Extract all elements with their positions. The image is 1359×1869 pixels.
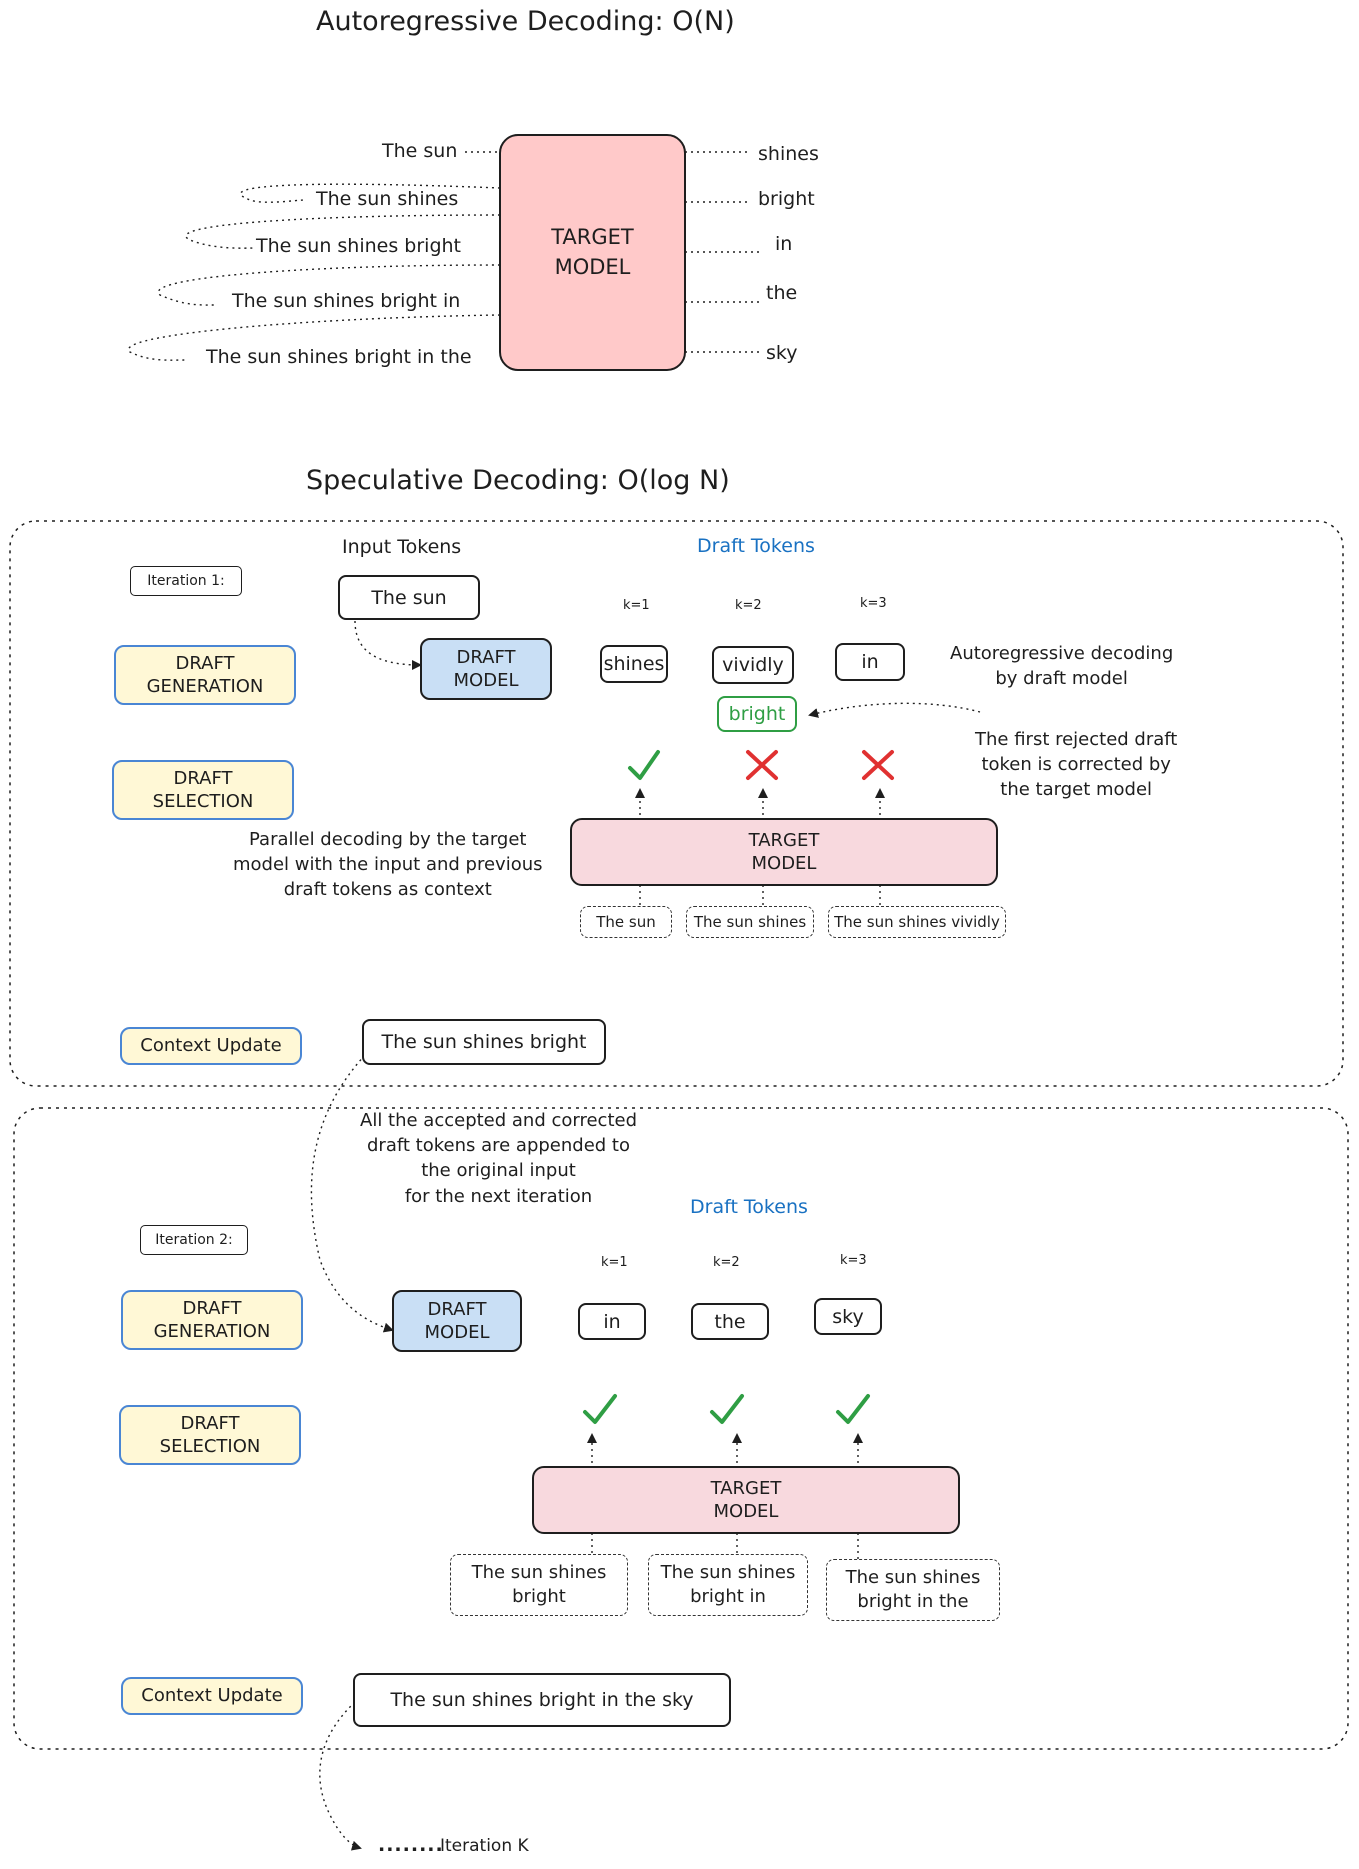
note-appended: All the accepted and corrected draft tok… — [360, 1110, 638, 1207]
note-autoregressive: Autoregressive decoding by draft model — [950, 643, 1174, 690]
k-label: k=2 — [735, 598, 762, 613]
iteration-1-label: Iteration 1: — [130, 566, 242, 596]
iteration-2-container — [13, 1107, 1349, 1750]
draft-tokens-header: Draft Tokens — [697, 535, 815, 557]
ar-input: The sun — [382, 140, 458, 162]
draft-token: sky — [814, 1298, 882, 1335]
ar-output: shines — [758, 143, 819, 165]
k-label: k=1 — [623, 598, 650, 613]
context-box: The sun shines bright in the — [826, 1559, 1000, 1621]
input-token-box: The sun — [338, 575, 480, 620]
draft-generation-step: DRAFT GENERATION — [114, 645, 296, 705]
draft-tokens-header: Draft Tokens — [690, 1196, 808, 1218]
draft-token: in — [835, 643, 905, 681]
context-box: The sun — [580, 906, 672, 938]
corrected-token: bright — [717, 696, 797, 732]
draft-token: shines — [600, 645, 668, 683]
context-update-step: Context Update — [120, 1027, 302, 1065]
context-box: The sun shines vividly — [828, 906, 1006, 938]
updated-context-box: The sun shines bright in the sky — [353, 1673, 731, 1727]
ar-target-model-label: TARGET MODEL — [551, 225, 634, 279]
check-icon — [710, 1394, 744, 1424]
check-icon — [628, 750, 660, 780]
ar-input: The sun shines bright in — [232, 290, 461, 312]
context-update-step: Context Update — [121, 1677, 303, 1715]
k-label: k=2 — [713, 1255, 740, 1270]
ar-output: sky — [766, 342, 798, 364]
iteration-1-container — [9, 520, 1344, 1087]
draft-model-box: DRAFT MODEL — [392, 1290, 522, 1352]
input-tokens-header: Input Tokens — [342, 536, 462, 558]
draft-token: the — [691, 1303, 769, 1340]
draft-selection-step: DRAFT SELECTION — [112, 760, 294, 820]
cross-icon — [862, 750, 894, 780]
cross-icon — [746, 750, 778, 780]
draft-token: vividly — [712, 646, 794, 684]
check-icon — [583, 1394, 617, 1424]
ar-output: bright — [758, 188, 815, 210]
ar-output: in — [775, 233, 793, 255]
ar-output: the — [766, 282, 798, 304]
note-parallel: Parallel decoding by the target model wi… — [233, 829, 543, 901]
iteration-2-label: Iteration 2: — [140, 1225, 248, 1255]
k-label: k=3 — [860, 596, 887, 611]
check-icon — [836, 1394, 870, 1424]
updated-context-box: The sun shines bright — [362, 1019, 606, 1065]
draft-selection-step: DRAFT SELECTION — [119, 1405, 301, 1465]
autoregressive-title: Autoregressive Decoding: O(N) — [316, 6, 735, 37]
target-model-box: TARGET MODEL — [570, 818, 998, 886]
context-box: The sun shines bright — [450, 1554, 628, 1616]
draft-model-box: DRAFT MODEL — [420, 638, 552, 700]
speculative-title: Speculative Decoding: O(log N) — [306, 465, 730, 496]
k-label: k=1 — [601, 1255, 628, 1270]
context-box: The sun shines — [686, 906, 814, 938]
k-label: k=3 — [840, 1253, 867, 1268]
final-dots: ........ — [378, 1834, 444, 1856]
draft-generation-step: DRAFT GENERATION — [121, 1290, 303, 1350]
target-model-box: TARGET MODEL — [532, 1466, 960, 1534]
context-box: The sun shines bright in — [648, 1554, 808, 1616]
note-rejected: The first rejected draft token is correc… — [975, 729, 1178, 801]
ar-input: The sun shines — [316, 188, 459, 210]
draft-token: in — [578, 1303, 646, 1340]
ar-input: The sun shines bright in the — [206, 346, 472, 368]
iteration-k-label: Iteration K — [440, 1836, 529, 1856]
ar-input: The sun shines bright — [256, 235, 461, 257]
